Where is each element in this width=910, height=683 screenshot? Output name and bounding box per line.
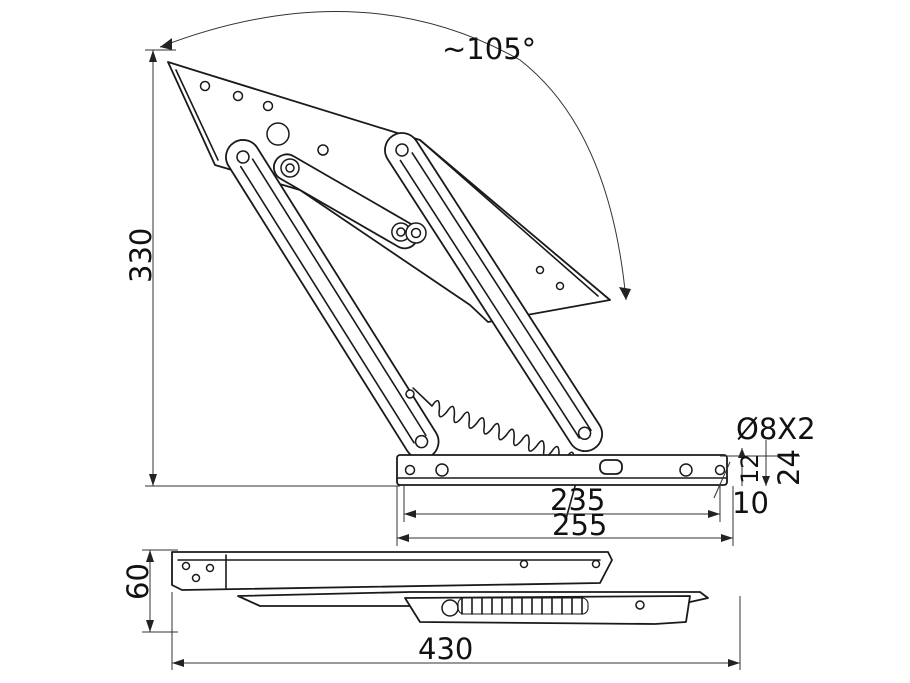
pivot-boss	[266, 122, 290, 146]
tension-spring	[412, 387, 583, 525]
dimension-lines	[145, 49, 800, 546]
folded-hinge-view	[171, 551, 709, 625]
plate-hole	[262, 100, 274, 112]
spring-hook	[405, 389, 415, 399]
side-plate-hole	[191, 573, 201, 583]
offset-10-label: 10	[732, 486, 769, 520]
plate-hole	[317, 144, 329, 156]
spring-clip	[599, 459, 623, 475]
side-plate-hole	[205, 563, 215, 573]
plate-hole	[535, 265, 545, 275]
base-pivot	[679, 463, 693, 477]
plate-hole	[232, 90, 244, 102]
lid-mounting-plate	[167, 61, 611, 323]
side-dimension-lines	[142, 549, 741, 670]
rear-arm	[225, 139, 440, 460]
link-pivot-inner	[410, 227, 422, 239]
height-label: 330	[124, 228, 158, 283]
hole-spec-label: Ø8X2	[736, 412, 816, 446]
lid-plate-flange	[175, 69, 599, 297]
base-mounting-hole	[404, 464, 416, 476]
cross-link	[273, 153, 419, 250]
base-pivot	[435, 463, 449, 477]
offset-12-label: 12	[736, 453, 764, 484]
side-plate-hole	[181, 561, 191, 571]
angle-arrow-end	[619, 287, 631, 300]
side-height-label: 60	[121, 563, 155, 600]
side-top-plate	[171, 551, 613, 591]
front-arm	[384, 132, 603, 453]
length-255-label: 255	[552, 508, 607, 542]
side-spring	[461, 597, 583, 615]
base-mounting-hole	[714, 464, 726, 476]
angle-arrow-start	[160, 38, 172, 50]
side-pivot	[635, 600, 645, 610]
side-pivot	[441, 599, 459, 617]
plate-hole	[555, 281, 565, 291]
side-base-tray	[404, 595, 691, 625]
offset-24-label: 24	[772, 449, 806, 486]
plate-hole	[199, 80, 211, 92]
open-hinge-view	[159, 11, 728, 525]
side-plate-hole	[591, 559, 601, 569]
opening-angle-arc	[159, 11, 627, 301]
side-plate-hole	[519, 559, 529, 569]
angle-label: ~105°	[442, 32, 536, 66]
length-235-label: 235	[550, 483, 605, 517]
side-length-label: 430	[418, 632, 473, 666]
